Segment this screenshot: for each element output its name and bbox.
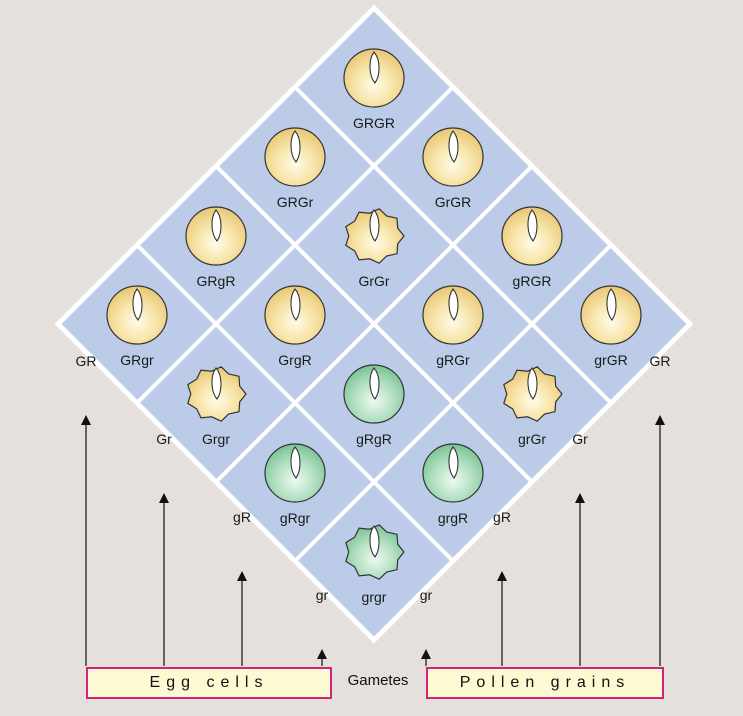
pollen-gamete-label: GR: [650, 353, 671, 369]
pollen-gamete-label: Gr: [572, 431, 588, 447]
genotype-label: GRgr: [120, 352, 154, 368]
egg-gamete-label: Gr: [156, 431, 172, 447]
genotype-label: grGr: [518, 431, 546, 447]
green-round-seed-icon: [423, 444, 483, 502]
genotype-label: GRGR: [353, 115, 395, 131]
yellow-round-seed-icon: [502, 207, 562, 265]
pollen-grains-label: Pollen grains: [426, 667, 664, 699]
yellow-round-seed-icon: [265, 128, 325, 186]
egg-gamete-label: gr: [316, 587, 329, 603]
yellow-round-seed-icon: [423, 128, 483, 186]
genotype-label: grgR: [438, 510, 468, 526]
green-round-seed-icon: [344, 365, 404, 423]
genotype-label: gRgr: [280, 510, 311, 526]
egg-gamete-label: GR: [76, 353, 97, 369]
yellow-round-seed-icon: [423, 286, 483, 344]
green-round-seed-icon: [265, 444, 325, 502]
genotype-label: gRGr: [436, 352, 470, 368]
yellow-round-seed-icon: [581, 286, 641, 344]
yellow-round-seed-icon: [107, 286, 167, 344]
gametes-label: Gametes: [330, 672, 426, 689]
genotype-label: grgr: [362, 589, 387, 605]
yellow-round-seed-icon: [265, 286, 325, 344]
genotype-label: GrGR: [435, 194, 472, 210]
genotype-label: gRGR: [513, 273, 552, 289]
genotype-label: Grgr: [202, 431, 230, 447]
genotype-label: GRgR: [197, 273, 236, 289]
egg-cells-label: Egg cells: [86, 667, 332, 699]
pollen-gamete-label: gR: [493, 509, 511, 525]
genotype-label: gRgR: [356, 431, 392, 447]
genotype-label: GrGr: [358, 273, 389, 289]
egg-gamete-label: gR: [233, 509, 251, 525]
yellow-round-seed-icon: [186, 207, 246, 265]
genotype-label: GrgR: [278, 352, 311, 368]
genotype-label: GRGr: [277, 194, 314, 210]
yellow-round-seed-icon: [344, 49, 404, 107]
pollen-gamete-label: gr: [420, 587, 433, 603]
genotype-label: grGR: [594, 352, 627, 368]
